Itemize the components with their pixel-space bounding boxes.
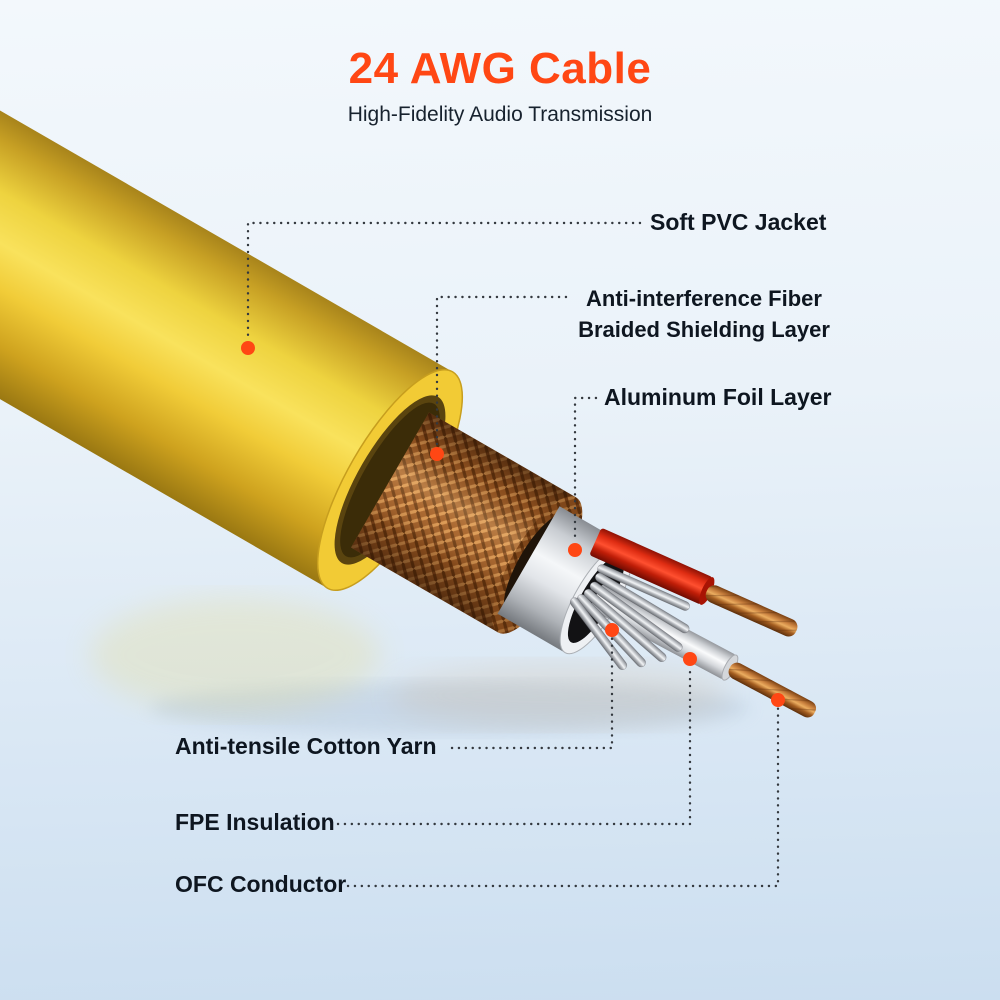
dot-aluminum-foil — [568, 543, 582, 557]
page-subtitle: High-Fidelity Audio Transmission — [347, 103, 653, 126]
red-wire — [590, 528, 798, 637]
callout-braided-shielding: Anti-interference Fiber Braided Shieldin… — [578, 286, 830, 343]
page-title: 24 AWG Cable — [348, 44, 652, 93]
dot-cotton-yarn — [605, 623, 619, 637]
leader-cotton-yarn — [450, 636, 614, 750]
leader-lines — [241, 221, 785, 888]
leader-fpe-insulation — [336, 665, 692, 826]
cotton-yarn-strands — [569, 564, 690, 671]
dot-braided-shielding — [430, 447, 444, 461]
dot-ofc-conductor — [771, 693, 785, 707]
dot-soft-pvc-jacket — [241, 341, 255, 355]
leader-soft-pvc-jacket — [246, 221, 642, 342]
callout-aluminum-foil: Aluminum Foil Layer — [604, 384, 832, 410]
callout-soft-pvc-jacket: Soft PVC Jacket — [650, 209, 827, 235]
pvc-jacket-layer — [0, 21, 463, 591]
reflection-shadow — [90, 597, 750, 734]
callout-ofc-conductor: OFC Conductor — [175, 871, 347, 897]
callout-fpe-insulation: FPE Insulation — [175, 809, 335, 835]
leader-aluminum-foil — [573, 396, 598, 544]
leader-braided-shielding — [435, 295, 568, 448]
dot-fpe-insulation — [683, 652, 697, 666]
callout-cotton-yarn: Anti-tensile Cotton Yarn — [175, 733, 437, 759]
